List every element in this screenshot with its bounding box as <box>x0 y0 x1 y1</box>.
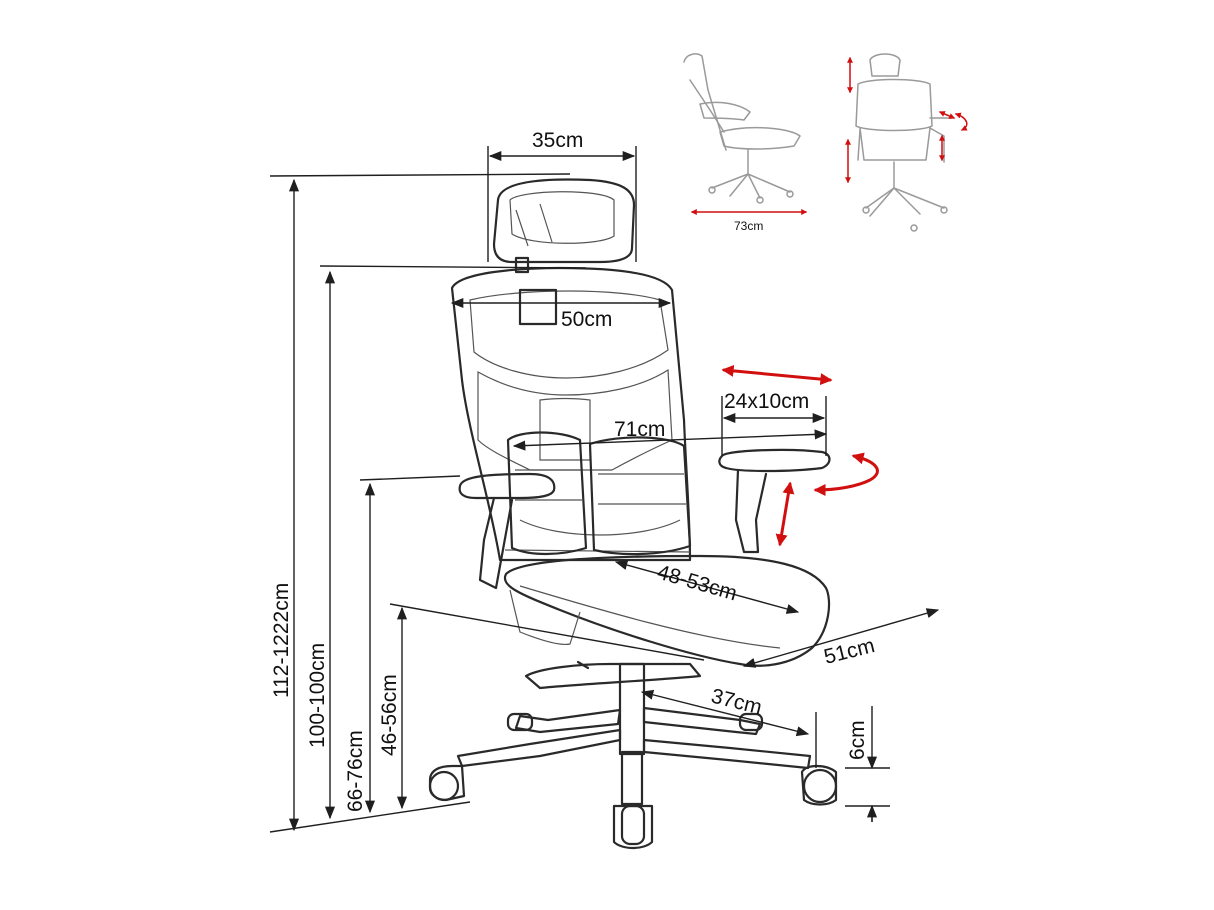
overall-width-label: 71cm <box>614 418 665 441</box>
seat-height-label: 46-56cm <box>378 674 401 756</box>
armrest-pad-label: 24x10cm <box>724 390 809 413</box>
headrest <box>492 178 636 274</box>
chair-base <box>428 660 838 850</box>
side-view-thumbnail: 73cm <box>683 53 808 233</box>
thumbnail-width-label: 73cm <box>734 219 763 233</box>
lumbar-support <box>506 431 692 556</box>
back-width-label: 50cm <box>561 308 612 331</box>
base-radius-label: 37cm <box>709 685 764 720</box>
seat-width-label: 51cm <box>822 634 877 669</box>
armrest-height-arrow <box>775 481 795 547</box>
headrest-width-label: 35cm <box>532 129 583 152</box>
adjustment-arrows <box>721 364 879 547</box>
height-without-headrest-label: 100-100cm <box>306 643 329 748</box>
back-view-thumbnail <box>845 53 968 232</box>
right-armrest <box>718 448 831 554</box>
armrest-slide-arrow <box>721 364 833 386</box>
seat-depth-label: 48-53cm <box>655 561 740 606</box>
chair-drawing <box>428 178 838 850</box>
left-armrest <box>458 472 556 590</box>
caster-height-label: 6cm <box>846 720 869 760</box>
armrest-height-label: 66-76cm <box>344 730 367 812</box>
total-height-label: 112-1222cm <box>270 583 293 698</box>
dimension-lines <box>269 146 940 833</box>
armrest-rotate-arrow <box>813 452 879 496</box>
